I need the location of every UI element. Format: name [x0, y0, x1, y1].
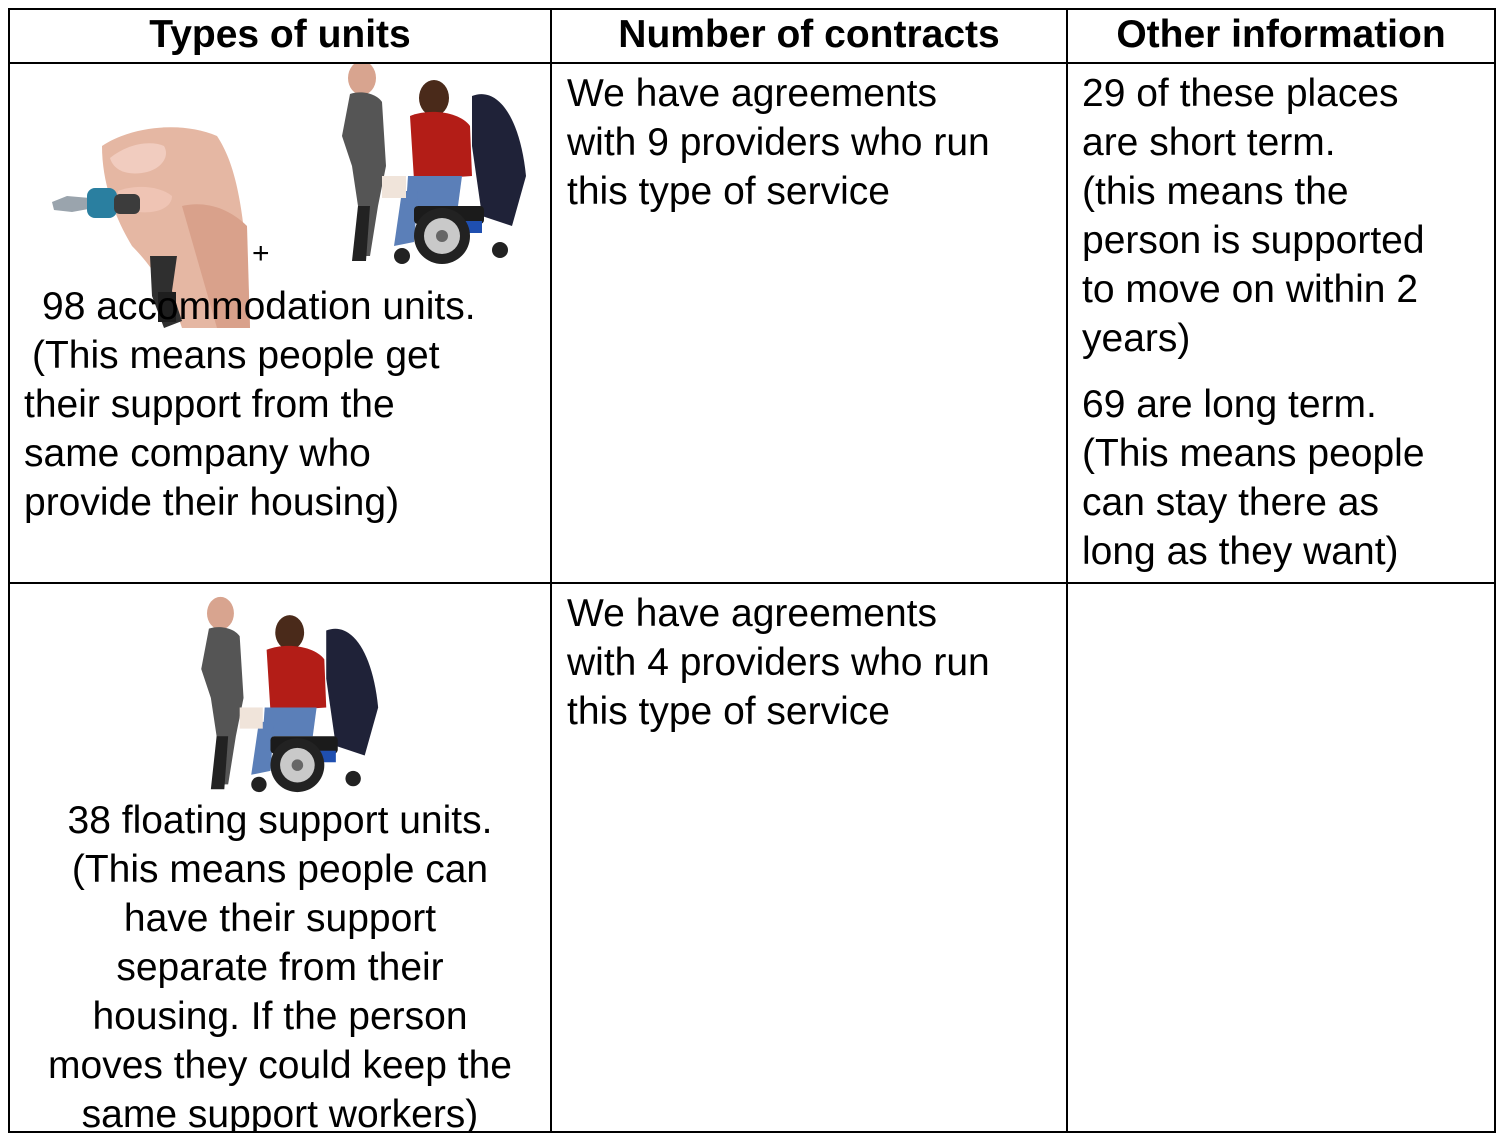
floating-support-units-cell: 38 floating support units. (This means p…	[10, 584, 552, 1133]
header-types-of-units: Types of units	[10, 10, 552, 64]
floating-support-description: 38 floating support units. (This means p…	[48, 799, 512, 1133]
plus-sign: +	[252, 237, 270, 270]
units-table: Types of units Number of contracts Other…	[8, 8, 1496, 1133]
accommodation-other-info-cell: 29 of these places are short term. (this…	[1068, 64, 1496, 584]
short-term-paragraph: 29 of these places are short term. (this…	[1082, 72, 1425, 360]
accommodation-contracts-cell: We have agreements with 9 providers who …	[552, 64, 1068, 584]
support-worker-icon	[201, 596, 379, 793]
header-number-of-contracts: Number of contracts	[552, 10, 1068, 64]
floating-support-other-info-cell	[1068, 584, 1496, 1133]
accommodation-units-description: 98 accommodation units. (This means peop…	[24, 285, 476, 524]
long-term-paragraph: 69 are long term. (This means people can…	[1082, 383, 1425, 573]
keys-icon	[52, 127, 250, 328]
support-worker-icon	[342, 64, 526, 264]
header-other-information: Other information	[1068, 10, 1496, 64]
accommodation-units-cell: + 98 accommodation units. (This means pe…	[10, 64, 552, 584]
floating-support-contracts-cell: We have agreements with 4 providers who …	[552, 584, 1068, 1133]
